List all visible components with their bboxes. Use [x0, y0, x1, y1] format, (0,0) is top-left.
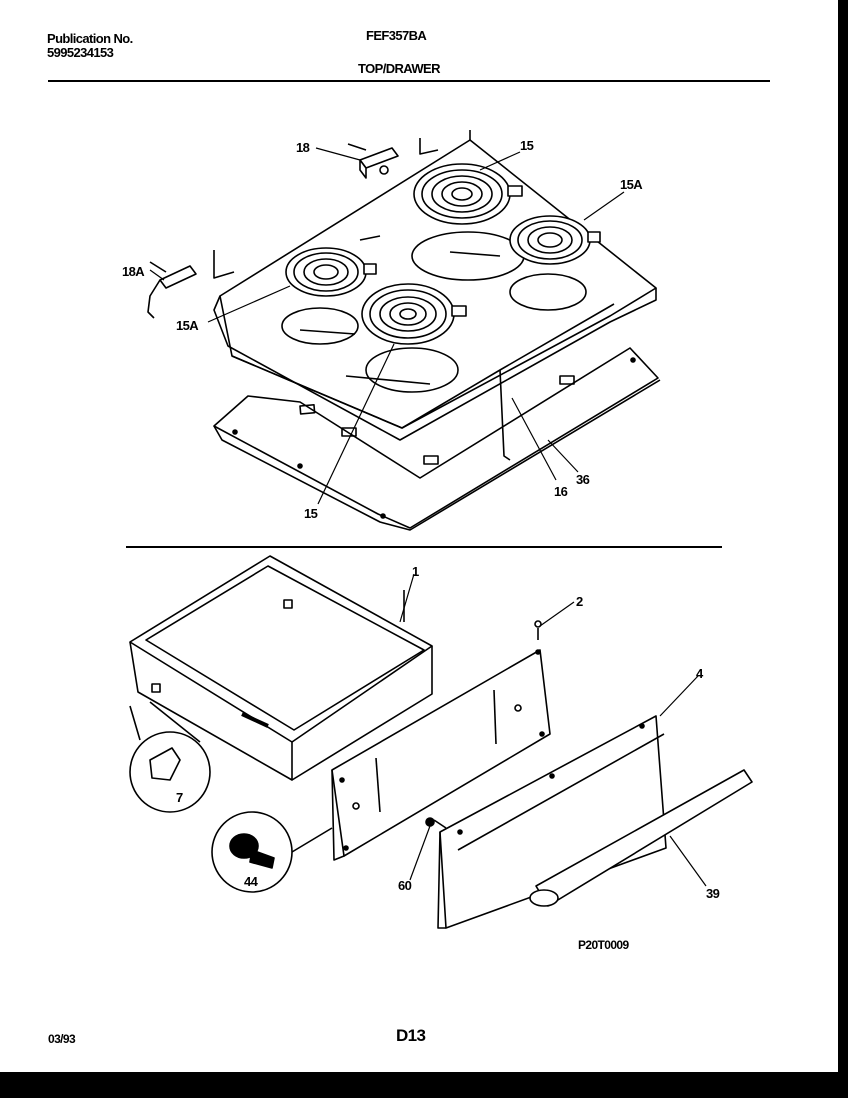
section-title: TOP/DRAWER — [358, 61, 440, 76]
callout-60: 60 — [398, 878, 412, 893]
scan-edge-right — [838, 0, 848, 1098]
cooktop-assembly — [147, 130, 661, 531]
section-separator — [126, 546, 722, 548]
drawer-handle-part-39 — [529, 769, 753, 907]
header-rule — [48, 80, 770, 82]
surface-element-15-front — [361, 283, 467, 345]
callout-1: 1 — [412, 564, 419, 579]
bracket-part-18A — [147, 261, 197, 319]
publication-number: 5995234153 — [47, 45, 114, 60]
surface-element-15A-right — [509, 215, 601, 265]
callout-15-bottom: 15 — [304, 506, 318, 521]
page-number: D13 — [396, 1026, 426, 1045]
callout-18A: 18A — [122, 264, 145, 279]
drawer-leader-lines — [399, 573, 707, 887]
callout-39: 39 — [706, 886, 720, 901]
callout-15-top: 15 — [520, 138, 534, 153]
callout-44: 44 — [244, 874, 259, 889]
figure-code: P20T0009 — [578, 938, 629, 952]
drawer-body-part-1 — [129, 555, 433, 781]
callout-7: 7 — [176, 790, 183, 805]
inset-circle-part-7 — [129, 701, 211, 813]
screw-part-60 — [425, 817, 447, 829]
callout-36: 36 — [576, 472, 590, 487]
callout-18: 18 — [296, 140, 310, 155]
callout-2: 2 — [576, 594, 583, 609]
callout-15A-right: 15A — [620, 177, 643, 192]
callout-4: 4 — [696, 666, 704, 681]
drawer-front-panel-part-2 — [331, 620, 551, 861]
bracket-part-18 — [347, 143, 399, 179]
surface-element-15A-left — [285, 247, 377, 297]
scan-edge-bottom — [0, 1072, 848, 1098]
bottom-pan-part-36 — [213, 347, 661, 531]
callout-15A-left: 15A — [176, 318, 199, 333]
footer-date: 03/93 — [48, 1032, 76, 1046]
model-number: FEF357BA — [366, 28, 427, 43]
surface-element-15-rear — [413, 163, 523, 225]
publication-label: Publication No. — [47, 31, 133, 46]
inset-circle-part-44 — [211, 811, 333, 893]
drawer-assembly — [129, 555, 753, 929]
cooktop-leader-lines — [149, 147, 625, 505]
callout-16: 16 — [554, 484, 568, 499]
drawer-front-trim-part-4 — [437, 715, 667, 929]
